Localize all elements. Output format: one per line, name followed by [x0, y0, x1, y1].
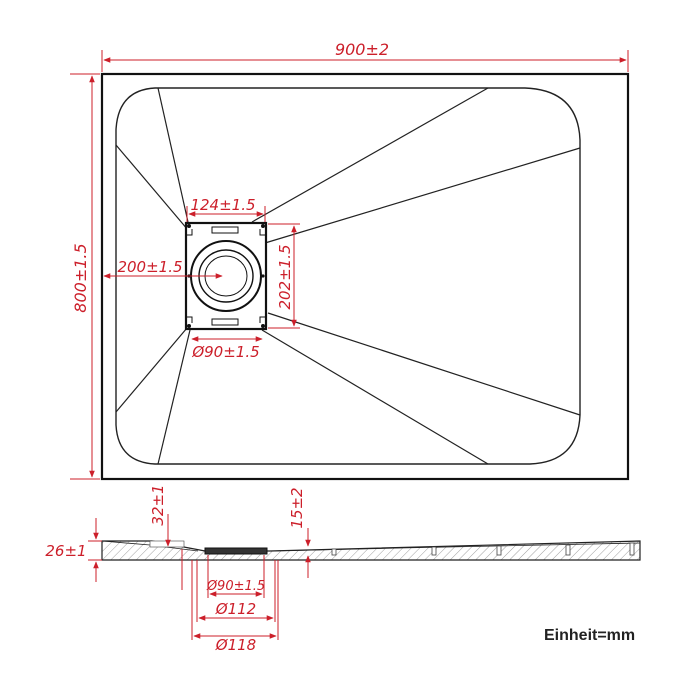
- dim-drain-d90: Ø90±1.5: [206, 579, 265, 594]
- drain-fitting: [204, 547, 268, 555]
- dim-drain-d112: Ø112: [215, 600, 256, 618]
- dim-thickness: 26±1: [45, 542, 86, 560]
- support-notches: [331, 542, 635, 556]
- dim-drain-d118: Ø118: [215, 636, 256, 654]
- dim-drain-box-width: 124±1.5: [190, 196, 255, 214]
- dim-drain-diameter: Ø90±1.5: [191, 343, 259, 361]
- slope-lines: [115, 87, 581, 465]
- dim-drain-offset: 200±1.5: [117, 258, 182, 276]
- dim-drain-depth: 32±1: [149, 484, 167, 525]
- dim-width: 900±2: [335, 40, 389, 59]
- unit-label: Einheit=mm: [544, 627, 635, 644]
- side-view: 26±1 32±1 15±2 Ø90±1.5 Ø112 Ø118: [45, 484, 641, 654]
- tray-basin: [115, 87, 581, 465]
- dim-edge-height: 15±2: [288, 487, 306, 528]
- dim-drain-box-height: 202±1.5: [276, 244, 294, 309]
- dim-height: 800±1.5: [71, 243, 90, 312]
- top-view: 900±2 800±1.5 200±1.5 124±1.5 202±1.5 Ø9…: [70, 40, 630, 481]
